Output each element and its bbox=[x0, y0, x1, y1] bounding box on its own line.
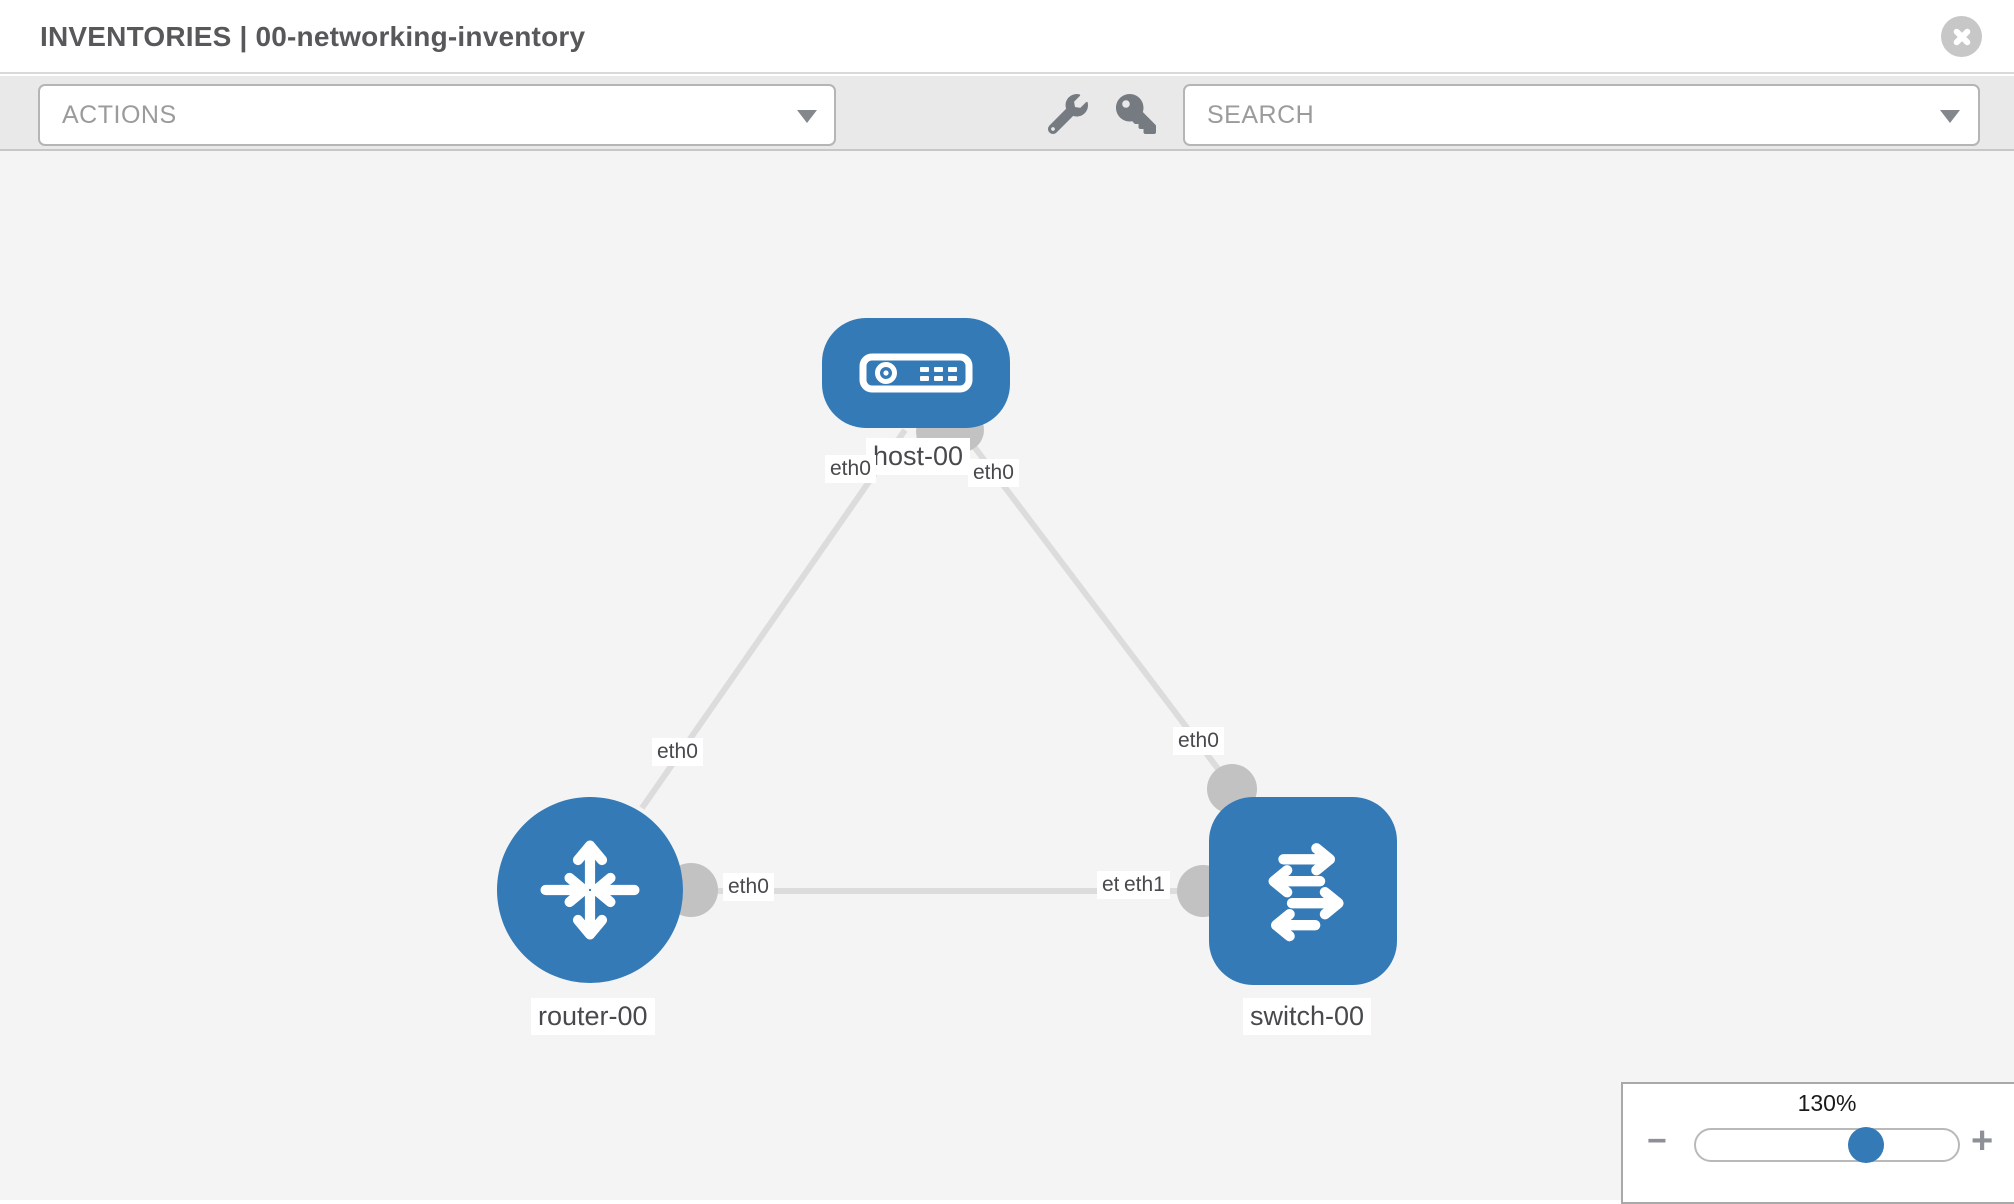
topology-canvas[interactable]: host-00 router-00 switch-00 eth0 eth0 et… bbox=[0, 151, 2014, 1204]
actions-dropdown-label: ACTIONS bbox=[62, 101, 177, 129]
topology-links-layer bbox=[639, 408, 1257, 917]
node-label-switch: switch-00 bbox=[1243, 998, 1372, 1035]
search-dropdown-label: SEARCH bbox=[1207, 101, 1315, 129]
wrench-icon bbox=[1047, 94, 1088, 135]
zoom-panel: 130% − + bbox=[1621, 1082, 2014, 1204]
interface-label-router-eth0-right: eth0 bbox=[723, 873, 774, 901]
interface-label-switch-eth1: eth1 bbox=[1119, 871, 1170, 899]
chevron-down-icon bbox=[797, 110, 817, 123]
zoom-slider-track[interactable] bbox=[1694, 1128, 1960, 1162]
node-label-router: router-00 bbox=[531, 998, 655, 1035]
zoom-out-button[interactable]: − bbox=[1647, 1122, 1667, 1160]
wrench-button[interactable] bbox=[1047, 94, 1088, 135]
host-icon bbox=[859, 353, 973, 393]
zoom-level-value: 130% bbox=[1797, 1090, 1857, 1116]
node-host-00[interactable] bbox=[822, 318, 1010, 428]
close-button[interactable] bbox=[1941, 16, 1982, 57]
interface-label-host-eth0-left: eth0 bbox=[825, 455, 876, 483]
search-dropdown[interactable]: SEARCH bbox=[1183, 84, 1980, 146]
switch-icon bbox=[1268, 843, 1344, 942]
zoom-in-button[interactable]: + bbox=[1971, 1120, 1994, 1162]
zoom-slider-knob[interactable] bbox=[1848, 1127, 1884, 1163]
page-title: INVENTORIES | 00-networking-inventory bbox=[40, 21, 586, 52]
node-switch-00[interactable] bbox=[1209, 797, 1397, 985]
interface-label-router-eth0-top: eth0 bbox=[652, 738, 703, 766]
title-bar: INVENTORIES | 00-networking-inventory bbox=[0, 0, 2014, 74]
chevron-down-icon bbox=[1940, 110, 1960, 123]
toolbar: ACTIONS SEARCH bbox=[0, 76, 2014, 151]
node-router-00[interactable] bbox=[497, 797, 683, 983]
actions-dropdown[interactable]: ACTIONS bbox=[38, 84, 836, 146]
router-icon bbox=[540, 840, 640, 940]
node-label-host: host-00 bbox=[866, 438, 971, 475]
key-icon bbox=[1116, 94, 1156, 134]
interface-label-switch-eth0-top: eth0 bbox=[1173, 727, 1224, 755]
key-button[interactable] bbox=[1116, 94, 1156, 134]
interface-label-host-eth0-right: eth0 bbox=[968, 459, 1019, 487]
